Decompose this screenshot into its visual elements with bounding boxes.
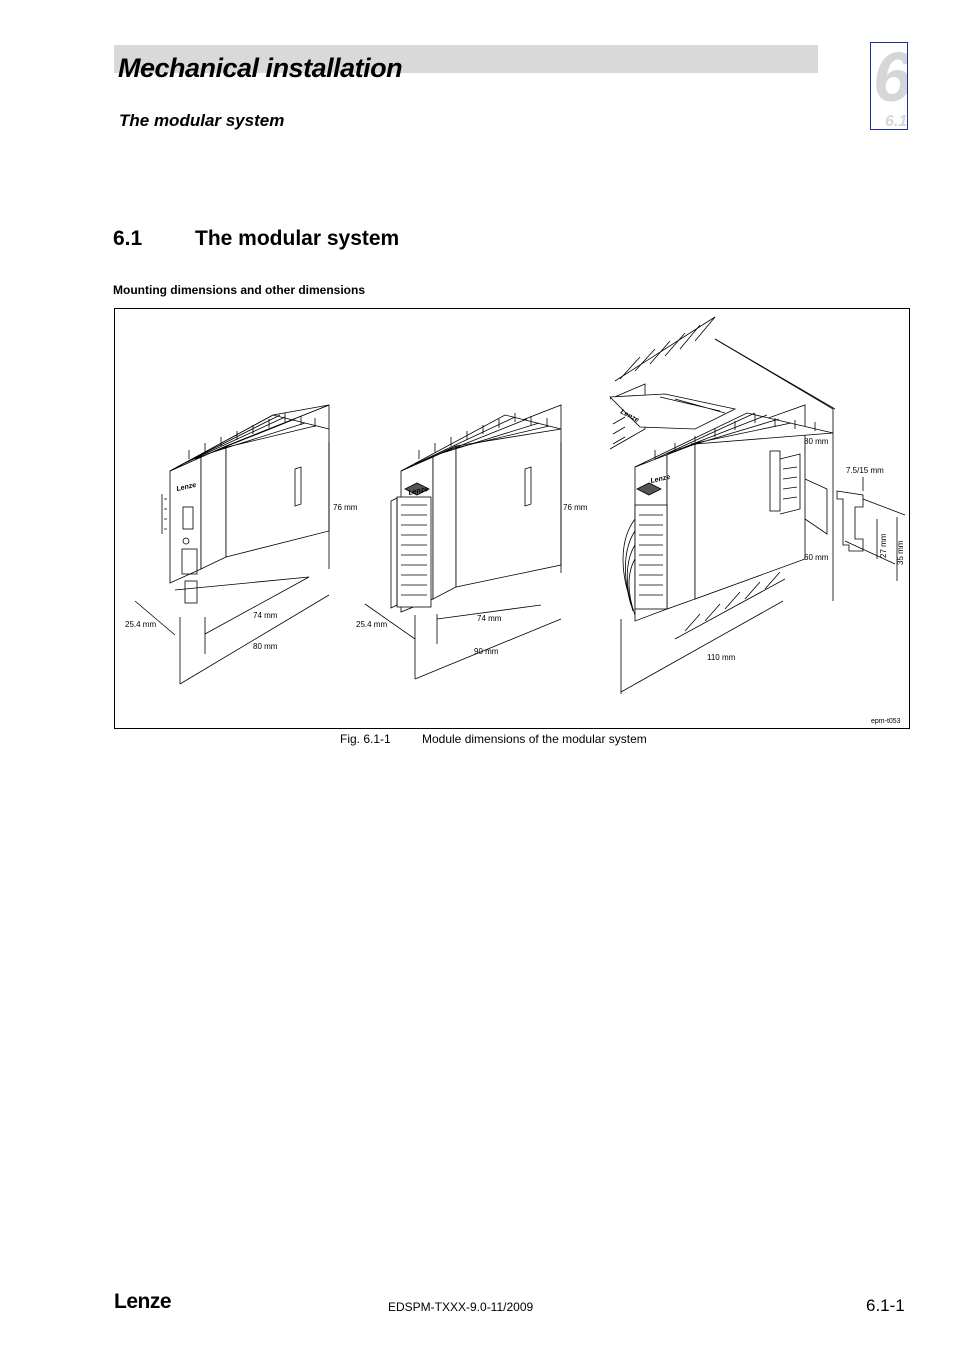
module-1-drawing <box>134 404 330 685</box>
m1-inner-width-label: 74 mm <box>253 611 278 620</box>
rail-inner-label: 27 mm <box>879 533 888 558</box>
chapter-section: 6.1 <box>885 113 908 130</box>
module-dimensions-drawing: Lenze Lenze Lenze Lenze 76 mm 25.4 mm 74… <box>125 316 906 725</box>
section-heading: 6.1 The modular system <box>113 227 399 251</box>
section-subtitle: The modular system <box>119 111 285 130</box>
figure-caption: Fig. 6.1-1 Module dimensions of the modul… <box>340 732 647 746</box>
chapter-title: Mechanical installation <box>118 53 403 83</box>
chapter-number: 6 <box>873 43 907 117</box>
m3-total-label: 110 mm <box>707 653 736 662</box>
module-3-drawing <box>609 316 906 694</box>
footer-page-number: 6.1-1 <box>866 1296 905 1315</box>
footer-logo: Lenze <box>114 1290 172 1313</box>
module-1-brand: Lenze <box>176 482 197 493</box>
section-number: 6.1 <box>113 227 143 250</box>
rail-depth-label: 7.5/15 mm <box>846 466 884 475</box>
m3-bottom-label: 60 mm <box>804 553 829 562</box>
caption-number: Fig. 6.1-1 <box>340 732 391 746</box>
m3-top-label: 80 mm <box>804 437 829 446</box>
header-bar <box>114 45 818 73</box>
m1-depth-label: 25.4 mm <box>125 620 156 629</box>
caption-text: Module dimensions of the modular system <box>422 732 647 746</box>
m2-depth-label: 25.4 mm <box>356 620 387 629</box>
dimension-figure: Lenze Lenze Lenze Lenze 76 mm 25.4 mm 74… <box>114 308 910 729</box>
module-2-brand: Lenze <box>408 486 429 497</box>
m2-height-label: 76 mm <box>563 503 588 512</box>
m2-outer-width-label: 90 mm <box>474 647 499 656</box>
module-3-brand: Lenze <box>650 474 671 485</box>
chapter-tab: 6 6.1 <box>870 42 908 130</box>
rail-outer-label: 35 mm <box>896 540 905 565</box>
section-title: The modular system <box>195 227 400 250</box>
m2-inner-width-label: 74 mm <box>477 614 502 623</box>
figure-code: epm-t053 <box>871 718 901 725</box>
subheading: Mounting dimensions and other dimensions <box>113 283 366 297</box>
m1-outer-width-label: 80 mm <box>253 642 278 651</box>
module-2-drawing <box>364 404 562 680</box>
footer-document-id: EDSPM-TXXX-9.0-11/2009 <box>388 1300 534 1314</box>
m1-height-label: 76 mm <box>333 503 358 512</box>
